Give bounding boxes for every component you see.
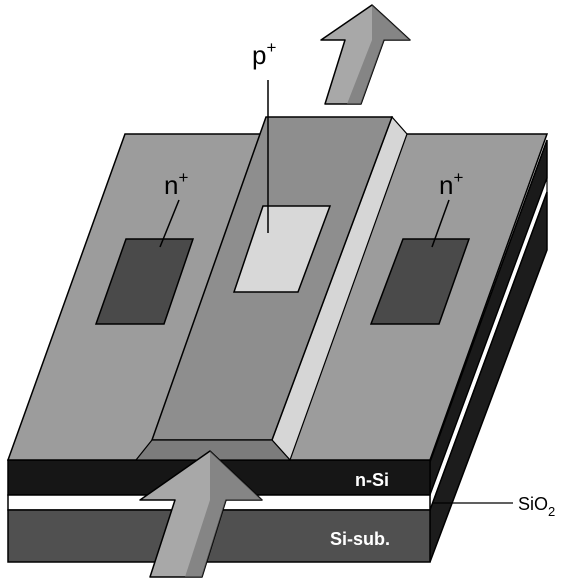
si-sub-label: Si-sub.	[330, 529, 390, 549]
n-plus-right-label: n+	[439, 168, 463, 200]
n-plus-left-label: n+	[164, 168, 188, 200]
n-plus-right-leader	[431, 199, 450, 248]
input-arrow-icon	[139, 450, 263, 578]
n-contact-right	[369, 238, 471, 325]
input-arrow-shade	[185, 451, 262, 577]
output-arrow-shade	[347, 5, 410, 104]
right-side-face	[429, 139, 548, 563]
n-si-label: n-Si	[355, 470, 389, 490]
output-arrow-icon	[320, 4, 411, 105]
front-face	[7, 459, 431, 563]
p-contact	[232, 205, 332, 293]
ridge-front-bevel	[134, 439, 292, 461]
n-plus-left-leader	[159, 199, 180, 248]
n-contact-left	[94, 238, 195, 325]
sio2-label: SiO2	[518, 494, 555, 519]
p-plus-label: p+	[252, 38, 276, 70]
